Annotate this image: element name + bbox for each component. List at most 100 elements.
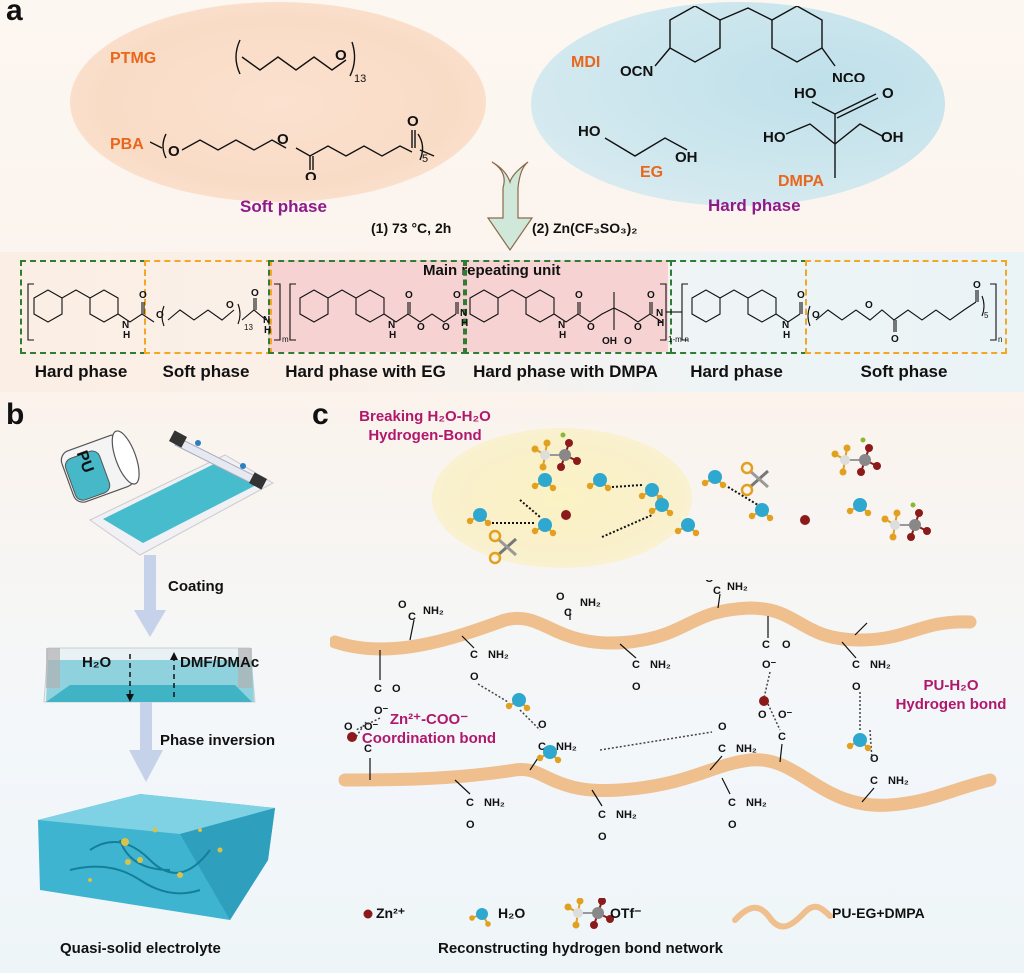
pu-water-hbond-line2: Hydrogen bond bbox=[895, 696, 1007, 713]
reaction-step2: (2) Zn(CF₃SO₃)₂ bbox=[532, 220, 638, 236]
svg-text:O: O bbox=[782, 639, 791, 651]
svg-text:O: O bbox=[718, 721, 727, 733]
pu-water-hbond-label: PU-H₂O Hydrogen bond bbox=[878, 676, 1024, 714]
legend-pu-chain-label: PU-EG+DMPA bbox=[832, 905, 925, 921]
eg-label: EG bbox=[640, 164, 664, 181]
svg-text:NH₂: NH₂ bbox=[580, 597, 601, 609]
phase-inversion-bath bbox=[43, 647, 256, 703]
svg-text:C: C bbox=[538, 741, 546, 753]
svg-text:13: 13 bbox=[244, 323, 253, 332]
svg-text:O: O bbox=[470, 671, 479, 683]
svg-text:O: O bbox=[624, 336, 632, 347]
reaction-arrow bbox=[486, 161, 534, 252]
svg-text:N: N bbox=[263, 315, 270, 326]
mdi-label: MDI bbox=[571, 54, 601, 71]
legend-water-icon bbox=[469, 908, 491, 927]
svg-text:O: O bbox=[392, 683, 401, 695]
svg-text:O: O bbox=[647, 290, 655, 301]
svg-text:OCN: OCN bbox=[620, 63, 653, 80]
legend-zn-label: Zn²⁺ bbox=[376, 905, 406, 921]
svg-text:O: O bbox=[305, 169, 317, 180]
legend-otf-label: OTf⁻ bbox=[610, 905, 642, 921]
segment-box-soft-2 bbox=[805, 260, 1007, 354]
segment-label-hard-eg: Hard phase with EG bbox=[285, 362, 446, 381]
svg-text:NH₂: NH₂ bbox=[746, 797, 767, 809]
svg-text:NH₂: NH₂ bbox=[423, 605, 444, 617]
svg-text:O: O bbox=[226, 300, 234, 311]
coordination-bond-label: Zn²⁺-COO⁻ Coordination bond bbox=[354, 710, 504, 748]
svg-text:H: H bbox=[264, 325, 271, 336]
panel-letter-b: b bbox=[6, 398, 25, 431]
svg-text:O: O bbox=[251, 288, 259, 299]
segment-label-hard-2: Hard phase bbox=[690, 362, 783, 381]
segment-box-soft-1 bbox=[144, 260, 272, 354]
svg-text:O: O bbox=[168, 143, 180, 160]
svg-text:C: C bbox=[778, 731, 786, 743]
svg-text:OH: OH bbox=[675, 149, 698, 166]
svg-text:NCO: NCO bbox=[832, 70, 866, 82]
legend-water-label: H₂O bbox=[498, 905, 526, 921]
legend-otf-icon bbox=[563, 898, 615, 930]
svg-text:C: C bbox=[728, 797, 736, 809]
svg-text:5: 5 bbox=[984, 311, 989, 320]
dmpa-label: DMPA bbox=[778, 173, 824, 190]
svg-text:OH: OH bbox=[881, 129, 904, 146]
svg-text:O: O bbox=[407, 113, 419, 130]
svg-text:O⁻: O⁻ bbox=[762, 659, 777, 671]
legend-zn-icon bbox=[363, 909, 373, 919]
svg-text:C: C bbox=[408, 611, 416, 623]
svg-text:H: H bbox=[389, 330, 396, 341]
ptmg-label: PTMG bbox=[110, 50, 157, 67]
dmpa-structure: HO O HO OH bbox=[763, 85, 904, 178]
segment-box-hard-eg bbox=[268, 260, 467, 354]
svg-text:NH₂: NH₂ bbox=[556, 741, 577, 753]
svg-text:O: O bbox=[575, 290, 583, 301]
svg-text:O: O bbox=[758, 709, 767, 721]
svg-text:O: O bbox=[277, 131, 289, 148]
svg-text:O: O bbox=[587, 322, 595, 333]
mdi-structure: OCN NCO bbox=[620, 6, 866, 82]
legend-pu-chain-icon bbox=[732, 903, 833, 930]
breaking-molecules bbox=[465, 431, 932, 565]
svg-text:C: C bbox=[364, 743, 372, 755]
svg-text:H: H bbox=[559, 330, 566, 341]
svg-text:NH₂: NH₂ bbox=[736, 743, 757, 755]
coordination-bond-line2: Coordination bond bbox=[361, 730, 497, 747]
svg-text:N: N bbox=[656, 308, 663, 319]
main-repeating-unit-title: Main repeating unit bbox=[423, 262, 561, 279]
svg-text:O: O bbox=[453, 290, 461, 301]
soft-phase-title: Soft phase bbox=[240, 197, 327, 216]
quasi-solid-electrolyte-illustration bbox=[38, 794, 275, 920]
svg-text:O⁻: O⁻ bbox=[778, 709, 793, 721]
breaking-hbond-line2: Hydrogen-Bond bbox=[368, 427, 482, 444]
svg-text:C: C bbox=[632, 659, 640, 671]
svg-text:C: C bbox=[762, 639, 770, 651]
svg-text:O: O bbox=[705, 580, 714, 585]
result-label: Quasi-solid electrolyte bbox=[60, 940, 221, 957]
arrow-coating bbox=[134, 555, 166, 637]
svg-text:O: O bbox=[973, 280, 981, 291]
segment-label-soft-2: Soft phase bbox=[860, 362, 948, 381]
svg-text:O: O bbox=[556, 591, 565, 603]
svg-text:O: O bbox=[405, 290, 413, 301]
svg-text:O: O bbox=[812, 310, 820, 321]
svg-text:O: O bbox=[870, 753, 879, 765]
svg-text:HO: HO bbox=[794, 85, 817, 102]
svg-text:NH₂: NH₂ bbox=[650, 659, 671, 671]
bath-solvent-label: DMF/DMAc bbox=[180, 654, 260, 671]
svg-text:O: O bbox=[442, 322, 450, 333]
segment-label-soft-1: Soft phase bbox=[162, 362, 250, 381]
svg-text:C: C bbox=[466, 797, 474, 809]
svg-text:O: O bbox=[632, 681, 641, 693]
svg-text:5: 5 bbox=[422, 153, 428, 165]
svg-text:C: C bbox=[598, 809, 606, 821]
svg-text:N: N bbox=[782, 320, 789, 331]
svg-text:OH: OH bbox=[602, 336, 617, 347]
svg-text:H: H bbox=[461, 318, 468, 329]
segment-label-hard-dmpa: Hard phase with DMPA bbox=[473, 362, 658, 381]
svg-text:O: O bbox=[797, 290, 805, 301]
ptmg-repeat: 13 bbox=[354, 73, 366, 85]
svg-text:O: O bbox=[466, 819, 475, 831]
